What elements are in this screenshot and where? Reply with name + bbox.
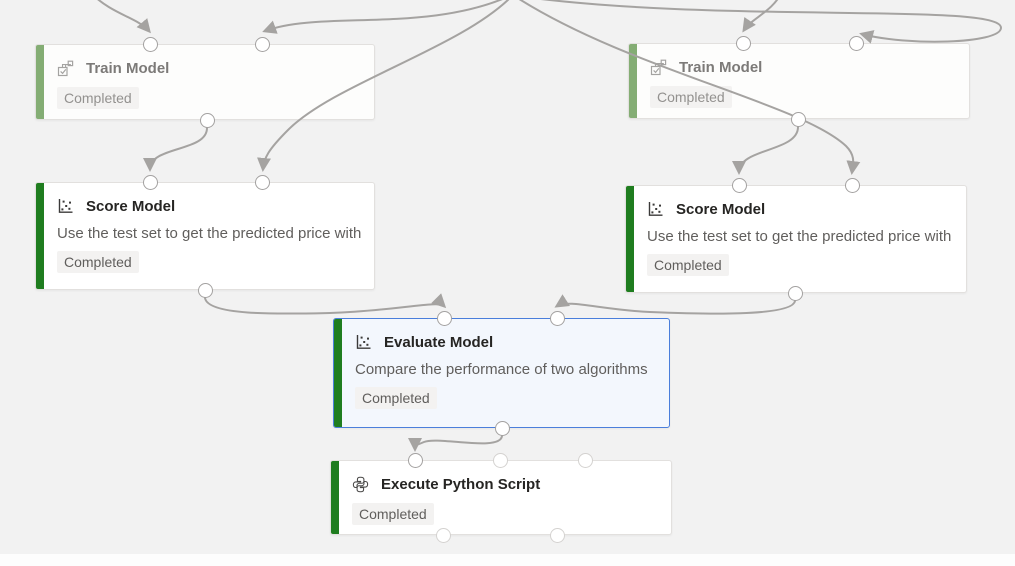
node-train-model-left[interactable]: Train Model Completed bbox=[35, 44, 375, 120]
train-right-input-port-2[interactable] bbox=[848, 35, 864, 51]
scatter-plot-icon bbox=[647, 201, 664, 218]
score-right-output-port[interactable] bbox=[787, 285, 803, 301]
evaluate-output-port[interactable] bbox=[494, 420, 510, 436]
edge-train-left-to-score-left[interactable] bbox=[143, 127, 208, 172]
node-title: Evaluate Model bbox=[384, 333, 494, 351]
status-badge: Completed bbox=[57, 251, 139, 273]
score-left-input-port-2[interactable] bbox=[254, 174, 270, 190]
status-color-strip bbox=[626, 186, 634, 292]
scatter-plot-icon bbox=[355, 334, 372, 351]
node-score-model-right[interactable]: Score Model Use the test set to get the … bbox=[625, 185, 967, 293]
node-title: Score Model bbox=[676, 200, 766, 218]
status-color-strip bbox=[36, 183, 44, 289]
train-right-input-port-1[interactable] bbox=[735, 35, 751, 51]
node-title: Execute Python Script bbox=[381, 475, 541, 493]
train-model-icon bbox=[650, 59, 667, 76]
train-right-output-port[interactable] bbox=[790, 111, 806, 127]
status-color-strip bbox=[36, 45, 44, 119]
status-color-strip bbox=[629, 44, 637, 118]
score-left-input-port-1[interactable] bbox=[142, 174, 158, 190]
node-description: Use the test set to get the predicted pr… bbox=[647, 228, 952, 245]
edge-score-left-to-evaluate[interactable] bbox=[204, 293, 447, 315]
train-left-input-port-1[interactable] bbox=[142, 36, 158, 52]
score-right-input-port-1[interactable] bbox=[731, 177, 747, 193]
edge-to-train-left-input1[interactable] bbox=[92, 0, 151, 34]
edge-to-train-right-input2[interactable] bbox=[517, 0, 1003, 44]
node-train-model-right[interactable]: Train Model Completed bbox=[628, 43, 970, 119]
status-badge: Completed bbox=[57, 87, 139, 109]
status-badge: Completed bbox=[355, 387, 437, 409]
python-icon bbox=[352, 476, 369, 493]
edge-score-right-to-evaluate[interactable] bbox=[554, 294, 796, 315]
status-badge: Completed bbox=[352, 503, 434, 525]
evaluate-input-port-1[interactable] bbox=[436, 310, 452, 326]
train-model-icon bbox=[57, 60, 74, 77]
status-color-strip bbox=[331, 461, 339, 534]
status-badge: Completed bbox=[647, 254, 729, 276]
node-execute-python-script[interactable]: Execute Python Script Completed bbox=[330, 460, 672, 535]
node-title: Train Model bbox=[86, 59, 170, 77]
evaluate-input-port-2[interactable] bbox=[549, 310, 565, 326]
node-description: Compare the performance of two algorithm… bbox=[355, 361, 648, 378]
scatter-plot-icon bbox=[57, 198, 74, 215]
edge-to-train-left-input2[interactable] bbox=[262, 0, 514, 34]
edge-evaluate-to-python[interactable] bbox=[408, 435, 503, 452]
train-left-output-port[interactable] bbox=[199, 112, 215, 128]
node-title: Score Model bbox=[86, 197, 176, 215]
score-left-output-port[interactable] bbox=[197, 282, 213, 298]
score-right-input-port-2[interactable] bbox=[844, 177, 860, 193]
node-evaluate-model[interactable]: Evaluate Model Compare the performance o… bbox=[333, 318, 670, 428]
python-input-port-1[interactable] bbox=[407, 452, 423, 468]
python-output-port-2[interactable] bbox=[549, 527, 565, 543]
status-badge: Completed bbox=[650, 86, 732, 108]
status-color-strip bbox=[334, 319, 342, 427]
train-left-input-port-2[interactable] bbox=[254, 36, 270, 52]
node-score-model-left[interactable]: Score Model Use the test set to get the … bbox=[35, 182, 375, 290]
edge-to-train-right-input1[interactable] bbox=[742, 0, 782, 33]
python-input-port-3[interactable] bbox=[577, 452, 593, 468]
node-title: Train Model bbox=[679, 58, 763, 76]
canvas-bottom-strip bbox=[0, 554, 1015, 566]
python-input-port-2[interactable] bbox=[492, 452, 508, 468]
edge-train-right-to-score-right[interactable] bbox=[732, 126, 799, 175]
python-output-port-1[interactable] bbox=[435, 527, 451, 543]
node-description: Use the test set to get the predicted pr… bbox=[57, 225, 362, 242]
